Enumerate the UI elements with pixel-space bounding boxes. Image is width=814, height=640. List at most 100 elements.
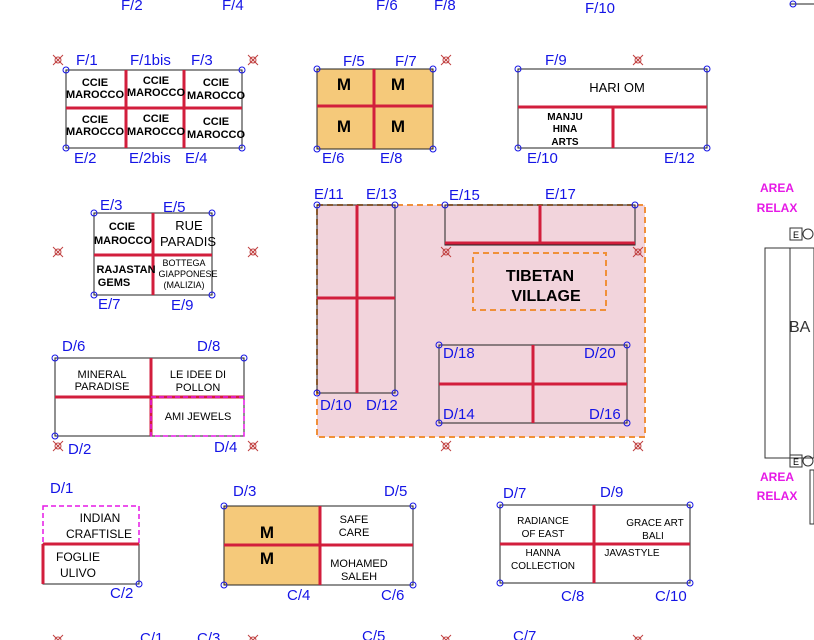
column-marker-13 [247,634,259,640]
label-e11: E/11 [314,186,344,203]
stand-m-4: M [391,117,405,136]
stand-village: VILLAGE [511,288,581,305]
stand-hari-om: HARI OM [589,80,645,95]
column-marker-7 [632,246,644,258]
label-f4: F/4 [222,0,244,14]
label-e4: E/4 [185,150,208,167]
stand-rajastan: RAJASTAN [96,264,155,276]
stand-saleh: SALEH [341,571,377,583]
top-labels: F/2 F/4 F/6 F/8 F/10 [121,0,814,17]
stand-marocco-7: MAROCCO [94,235,152,247]
stand-paradis: PARADIS [160,234,216,249]
stand-m-6: M [260,549,274,568]
column-marker-10 [440,440,452,452]
stand-marocco-4: MAROCCO [66,126,124,138]
stand-m-2: M [391,75,405,94]
stand-safe: SAFE [340,514,369,526]
label-c6: C/6 [381,587,404,604]
label-f6: F/6 [376,0,398,14]
label-f9: F/9 [545,52,567,69]
stand-ccie-3: CCIE [203,77,229,89]
column-marker-12 [52,634,64,640]
stand-mineral: MINERAL [78,369,127,381]
block-rue-paradis: E/3 E/5 E/7 E/9 CCIE MAROCCO RUE PARADIS… [90,197,218,314]
label-e2bis: E/2bis [129,150,171,167]
label-e5: E/5 [163,199,186,216]
label-d5: D/5 [384,483,407,500]
label-f8: F/8 [434,0,456,14]
stand-ccie-6: CCIE [203,116,229,128]
label-f7: F/7 [395,53,417,70]
label-c7: C/7 [513,628,536,640]
area-label-1: AREA [760,181,794,195]
label-e10: E/10 [527,150,558,167]
label-e8: E/8 [380,150,403,167]
label-c8: C/8 [561,588,584,605]
stand-ccie-2: CCIE [143,75,169,87]
stand-hina: HINA [553,124,577,135]
label-d2: D/2 [68,441,91,458]
label-f1: F/1 [76,52,98,69]
label-d14: D/14 [443,406,475,423]
stand-ccie-5: CCIE [143,113,169,125]
label-c3: C/3 [197,630,220,640]
stand-marocco-2: MAROCCO [127,87,185,99]
label-e9: E/9 [171,297,194,314]
e-box-top: E [793,230,799,240]
column-marker-6 [440,246,452,258]
column-marker-3 [632,54,644,66]
stand-collection: COLLECTION [511,561,575,572]
label-c1: C/1 [140,630,163,640]
label-f10: F/10 [585,0,615,17]
column-marker-15 [632,634,644,640]
block-indian-craftisle: D/1 C/2 INDIAN CRAFTISLE FOGLIE ULIVO [41,480,143,602]
label-d18: D/18 [443,345,475,362]
label-e13: E/13 [366,186,397,203]
tibetan-village-area: TIBETAN VILLAGE E/11 E/13 E/15 E/17 D/10… [313,186,646,438]
stand-care: CARE [339,527,370,539]
column-marker-11 [632,440,644,452]
block-safe-care: D/3 D/5 C/4 C/6 M M SAFE CARE MOHAMED SA… [220,483,417,604]
block-mineral-paradise: D/6 D/8 D/2 D/4 MINERAL PARADISE LE IDEE… [51,338,248,458]
label-e15: E/15 [449,187,480,204]
stand-ccie-4: CCIE [82,114,108,126]
stand-rue: RUE [175,218,203,233]
label-f5: F/5 [343,53,365,70]
stand-indian: INDIAN [80,511,121,525]
stand-ccie-1: CCIE [82,77,108,89]
stand-marocco-6: MAROCCO [187,129,245,141]
label-d3: D/3 [233,483,256,500]
relax-area: AREA RELAX AREA RELAX E E BA [757,181,814,525]
stand-foglie: FOGLIE [56,550,100,564]
e-box-bottom: E [793,457,799,467]
stand-tibetan: TIBETAN [506,268,574,285]
label-d7: D/7 [503,485,526,502]
relax-label-2: RELAX [757,489,798,503]
stand-of-east: OF EAST [522,529,565,540]
label-d10: D/10 [320,397,352,414]
stand-marocco-5: MAROCCO [127,126,185,138]
block-radiance-of-east: D/7 D/9 C/8 C/10 RADIANCE OF EAST GRACE … [496,484,694,605]
label-d4: D/4 [214,439,237,456]
stand-bali: BALI [642,531,664,542]
label-e2: E/2 [74,150,97,167]
stand-arts: ARTS [551,137,579,148]
column-marker-14 [440,634,452,640]
stand-craftisle: CRAFTISLE [66,527,132,541]
area-label-2: AREA [760,470,794,484]
label-e12: E/12 [664,150,695,167]
stand-bottega: BOTTEGA [162,258,205,268]
column-marker-9 [247,440,259,452]
column-marker-8 [52,440,64,452]
relax-label-1: RELAX [757,201,798,215]
label-d20: D/20 [584,345,616,362]
column-marker-2 [440,54,452,66]
label-e3: E/3 [100,197,123,214]
block-ccie-marocco: F/1 F/1bis F/3 E/2 E/2bis E/4 CCIE MAROC… [62,52,246,167]
stand-gems: GEMS [98,277,130,289]
bottom-labels: C/1 C/3 C/5 C/7 [140,628,536,640]
column-marker-5 [247,246,259,258]
block-hari-om: F/9 E/10 E/12 HARI OM MANJU HINA ARTS [514,52,711,167]
label-d12: D/12 [366,397,398,414]
label-c5: C/5 [362,628,385,640]
